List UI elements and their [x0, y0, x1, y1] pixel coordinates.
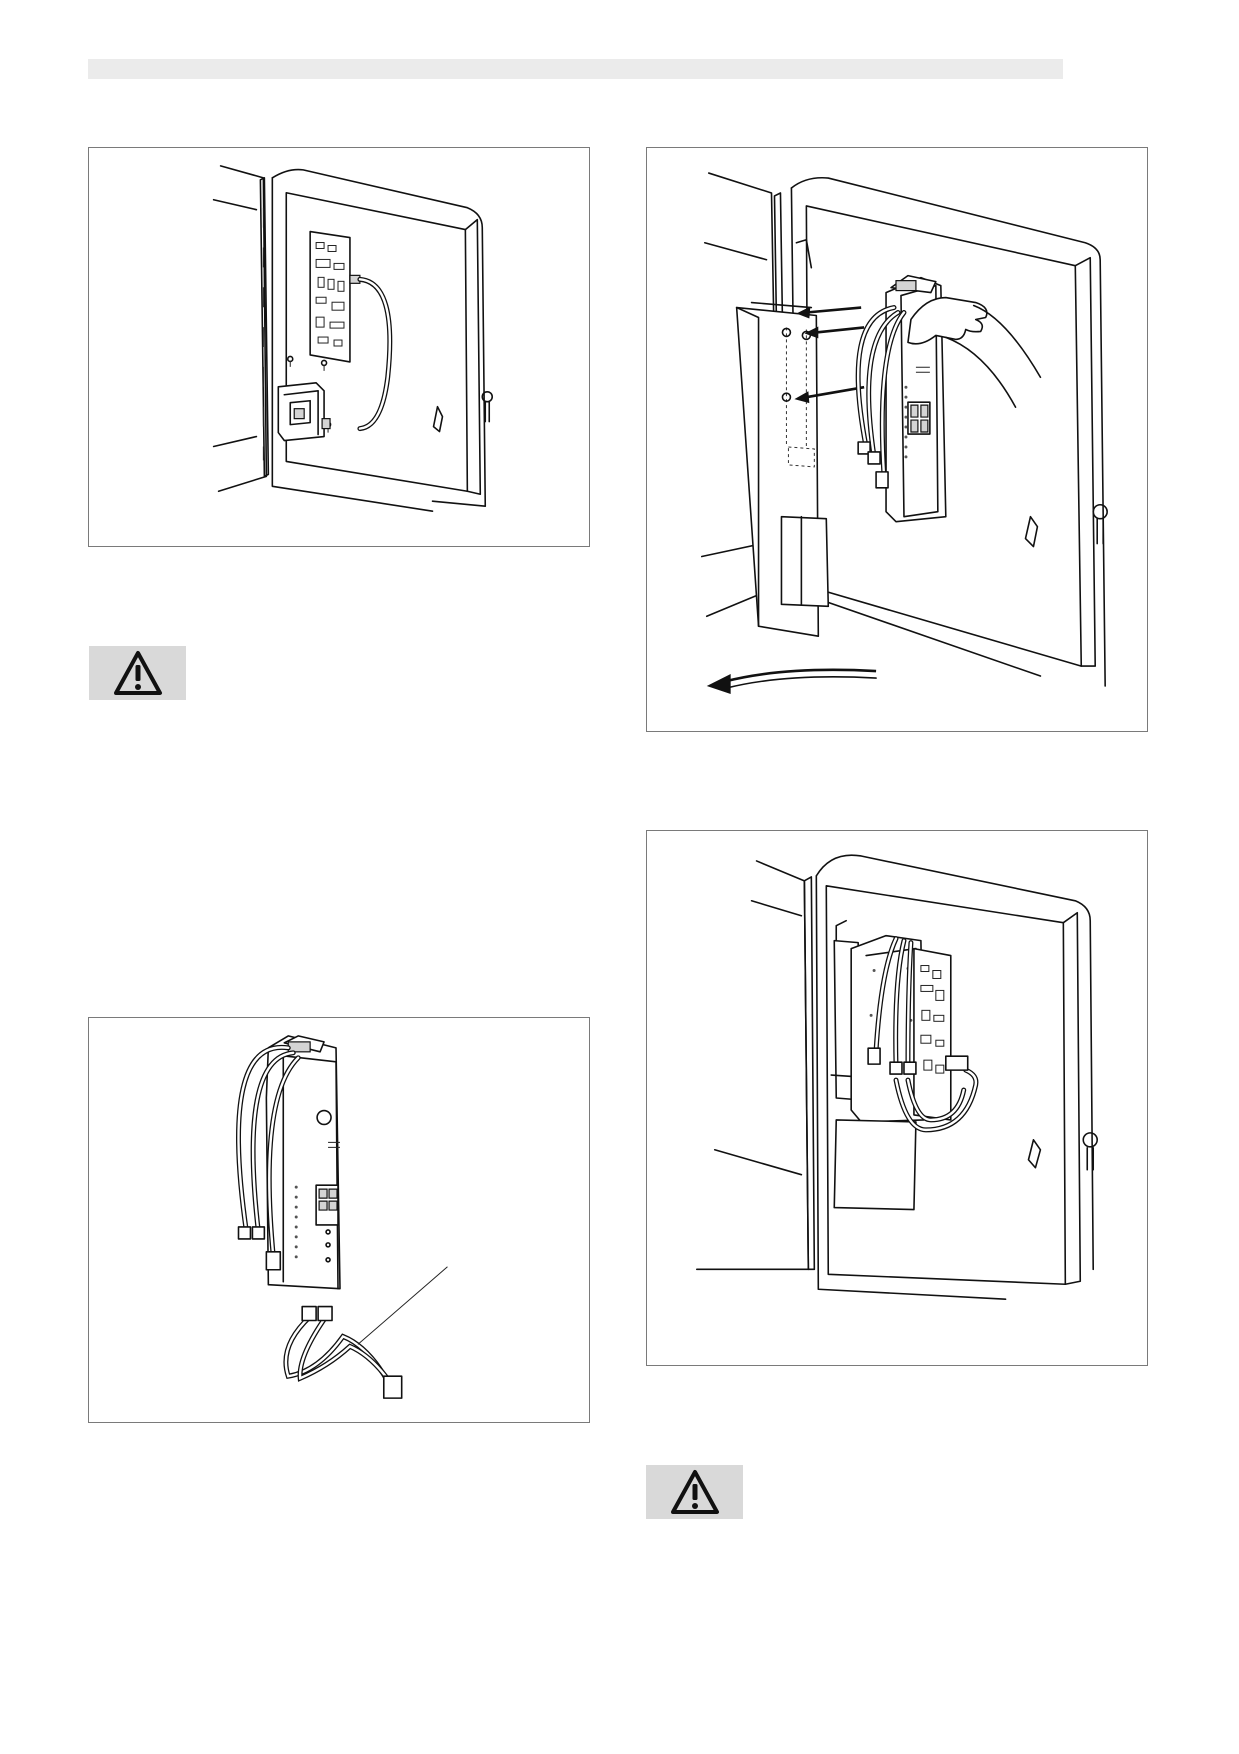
figure-module-and-cable — [88, 1017, 590, 1423]
figure-cabinet-mount-module — [646, 147, 1148, 732]
page-header-bar — [88, 59, 1063, 79]
warning-triangle-icon — [670, 1470, 719, 1514]
figure-cabinet-module-mounted — [646, 830, 1148, 1366]
warning-triangle-icon — [113, 651, 162, 695]
warning-box-1 — [89, 646, 186, 700]
warning-box-2 — [646, 1465, 743, 1519]
figure-cabinet-control-board — [88, 147, 590, 547]
